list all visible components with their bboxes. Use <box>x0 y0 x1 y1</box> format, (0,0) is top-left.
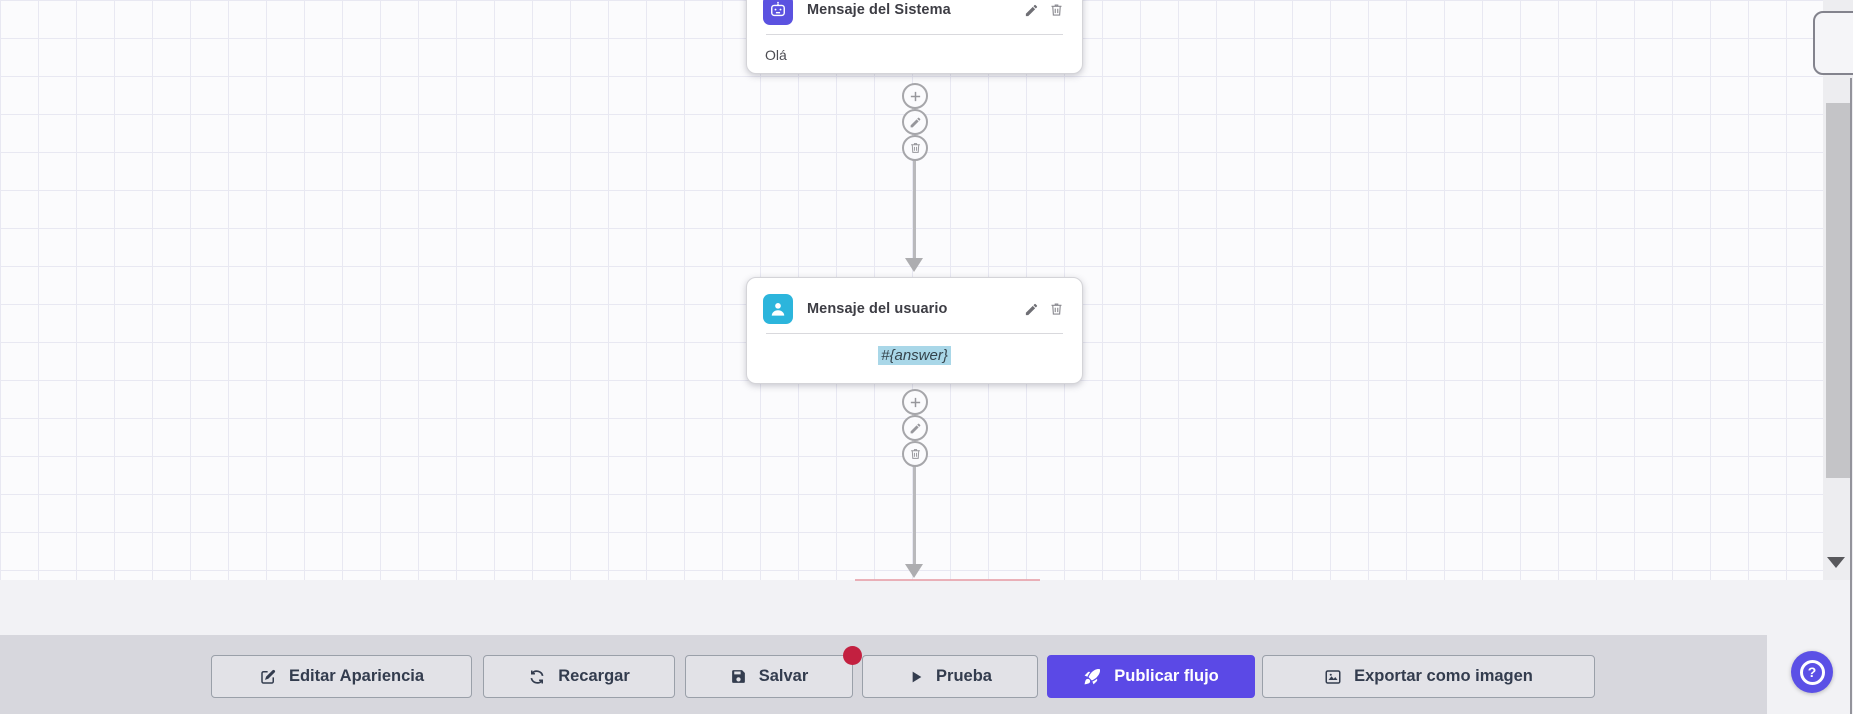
refresh-icon <box>528 668 546 686</box>
node-body: #{answer} <box>747 334 1082 365</box>
question-glyph: ? <box>1807 664 1817 680</box>
button-label: Exportar como imagen <box>1354 667 1533 685</box>
vertical-scrollbar[interactable] <box>1823 0 1853 580</box>
delete-connection-button[interactable] <box>902 441 928 467</box>
node-divider <box>766 333 1063 334</box>
alignment-guide-line <box>855 579 1040 581</box>
connector-action-stack <box>902 83 928 161</box>
publicar-flujo-button[interactable]: Publicar flujo <box>1047 655 1255 698</box>
button-label: Editar Apariencia <box>288 667 425 685</box>
node-actions <box>1024 2 1064 18</box>
clipped-panel <box>1813 11 1853 75</box>
edit-connection-button[interactable] <box>902 109 928 135</box>
save-icon <box>730 668 747 685</box>
connector-action-stack <box>902 389 928 467</box>
button-label: Publicar flujo <box>1114 667 1219 685</box>
edit-connection-button[interactable] <box>902 415 928 441</box>
node-header: Mensaje del Sistema <box>747 0 1082 25</box>
connector-line <box>913 464 916 565</box>
exportar-como-imagen-button[interactable]: Exportar como imagen <box>1262 655 1595 698</box>
image-icon <box>1324 668 1342 686</box>
add-node-button[interactable] <box>902 83 928 109</box>
node-actions <box>1024 301 1064 317</box>
robot-icon <box>763 0 793 25</box>
salvar-button[interactable]: Salvar <box>685 646 862 698</box>
delete-node-icon[interactable] <box>1049 2 1064 18</box>
editar-apariencia-button[interactable]: Editar Apariencia <box>211 655 472 698</box>
edit-node-icon[interactable] <box>1024 302 1039 317</box>
edit-node-icon[interactable] <box>1024 3 1039 18</box>
node-system-message[interactable]: Mensaje del Sistema Olá <box>746 0 1083 74</box>
connector-arrow-icon <box>905 564 923 578</box>
delete-node-icon[interactable] <box>1049 301 1064 317</box>
button-label: Recargar <box>558 667 630 685</box>
user-icon <box>763 294 793 324</box>
unsaved-changes-dot <box>843 646 862 665</box>
edit-icon <box>259 668 277 686</box>
button-label: Salvar <box>758 667 809 685</box>
button-label: Prueba <box>936 667 992 685</box>
rocket-icon <box>1083 667 1102 686</box>
scroll-down-arrow-icon[interactable] <box>1827 557 1845 568</box>
window-edge-divider <box>1850 78 1852 714</box>
node-header: Mensaje del usuario <box>747 278 1082 324</box>
delete-connection-button[interactable] <box>902 135 928 161</box>
node-user-message[interactable]: Mensaje del usuario #{answe <box>746 277 1083 384</box>
node-title: Mensaje del Sistema <box>807 2 951 18</box>
node-body-text-highlighted: #{answer} <box>878 346 951 365</box>
add-node-button[interactable] <box>902 389 928 415</box>
scrollbar-thumb[interactable] <box>1826 103 1850 478</box>
question-icon: ? <box>1799 659 1825 685</box>
node-divider <box>766 34 1063 35</box>
node-body-text: Olá <box>765 47 787 63</box>
connector-arrow-icon <box>905 258 923 272</box>
recargar-button[interactable]: Recargar <box>483 655 675 698</box>
bottom-toolbar: Editar Apariencia Recargar Salvar <box>0 635 1767 714</box>
node-title: Mensaje del usuario <box>807 301 948 317</box>
flow-canvas[interactable]: Mensaje del Sistema Olá <box>0 0 1853 581</box>
prueba-button[interactable]: Prueba <box>862 655 1038 698</box>
help-button[interactable]: ? <box>1791 651 1833 693</box>
connector-line <box>913 159 916 259</box>
play-icon <box>908 669 924 685</box>
